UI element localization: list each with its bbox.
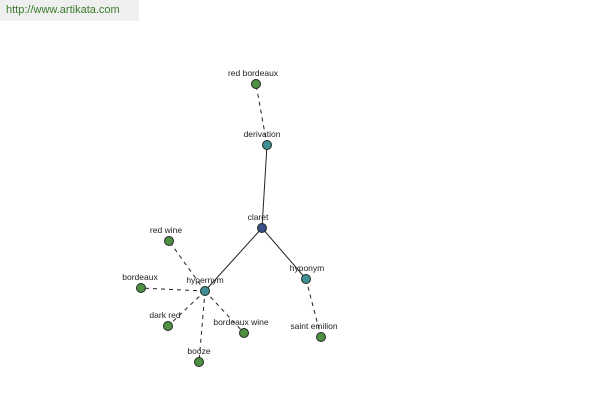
label-hyponym[interactable]: hyponym xyxy=(290,263,325,273)
edge-hypernym-red-wine xyxy=(168,240,206,292)
edge-claret-hypernym xyxy=(204,227,263,292)
node-bordeaux[interactable] xyxy=(136,283,146,293)
label-bordeaux-wine[interactable]: bordeaux wine xyxy=(213,317,269,327)
label-red-bordeaux[interactable]: red bordeaux xyxy=(228,68,279,78)
edge-hypernym-dark-red xyxy=(167,290,206,327)
label-hypernym[interactable]: hypernym xyxy=(186,275,223,285)
edge-hypernym-bordeaux-wine xyxy=(204,290,245,334)
edge-claret-derivation xyxy=(261,144,268,229)
edge-claret-hyponym xyxy=(261,227,307,280)
node-red-bordeaux[interactable] xyxy=(251,79,261,89)
node-booze[interactable] xyxy=(194,357,204,367)
label-red-wine[interactable]: red wine xyxy=(150,225,182,235)
edge-hyponym-saint-emilion xyxy=(305,278,322,338)
node-dark-red[interactable] xyxy=(163,321,173,331)
nodes xyxy=(136,79,326,367)
node-claret[interactable] xyxy=(257,223,267,233)
node-saint-emilion[interactable] xyxy=(316,332,326,342)
label-saint-emilion[interactable]: saint emilion xyxy=(290,321,338,331)
edge-hypernym-bordeaux xyxy=(140,287,206,292)
node-hyponym[interactable] xyxy=(301,274,311,284)
node-red-wine[interactable] xyxy=(164,236,174,246)
label-dark-red[interactable]: dark red xyxy=(149,310,180,320)
node-derivation[interactable] xyxy=(262,140,272,150)
source-url-link[interactable]: http://www.artikata.com xyxy=(0,0,139,21)
label-derivation[interactable]: derivation xyxy=(244,129,281,139)
label-booze[interactable]: booze xyxy=(187,346,210,356)
label-bordeaux[interactable]: bordeaux xyxy=(122,272,158,282)
edges xyxy=(140,83,322,363)
node-bordeaux-wine[interactable] xyxy=(239,328,249,338)
label-claret[interactable]: claret xyxy=(248,212,269,222)
labels: red bordeaux derivation claret red wine … xyxy=(122,68,338,356)
node-hypernym[interactable] xyxy=(200,286,210,296)
edge-hypernym-booze xyxy=(198,290,206,363)
edge-derivation-red-bordeaux xyxy=(255,83,268,146)
